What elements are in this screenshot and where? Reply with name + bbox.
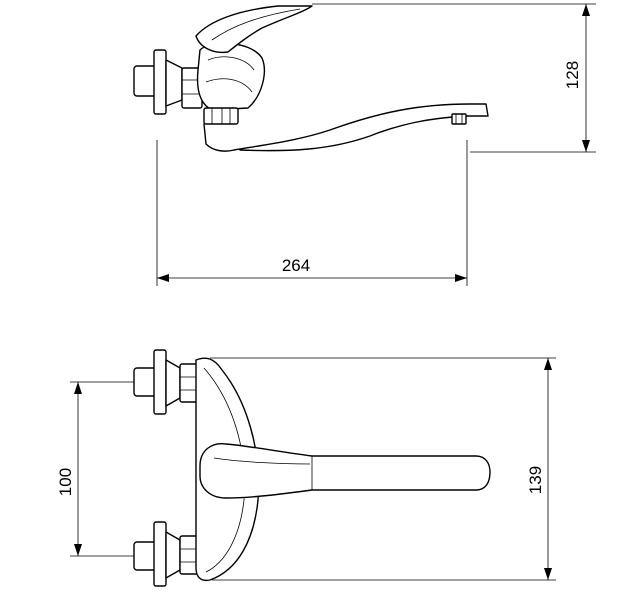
side-view-wall-connector bbox=[133, 49, 203, 115]
side-view-spout bbox=[203, 103, 489, 152]
height-label: 128 bbox=[563, 61, 582, 89]
front-view-spacing-dimension: 100 bbox=[56, 381, 134, 557]
front-view-height-dimension: 139 bbox=[210, 357, 556, 581]
side-view: 128 264 bbox=[133, 3, 596, 286]
side-view-lever bbox=[195, 5, 313, 54]
front-view-upper-connector bbox=[133, 349, 199, 415]
front-view-lever bbox=[199, 443, 491, 499]
side-view-width-dimension: 264 bbox=[156, 140, 468, 286]
side-view-height-dimension: 128 bbox=[312, 3, 596, 153]
front-view-lower-connector bbox=[133, 521, 199, 587]
spacing-label: 100 bbox=[56, 468, 75, 496]
side-view-body bbox=[196, 42, 266, 125]
width-label: 264 bbox=[282, 256, 310, 275]
front-view: 100 139 bbox=[56, 349, 556, 587]
front-height-label: 139 bbox=[526, 466, 545, 494]
